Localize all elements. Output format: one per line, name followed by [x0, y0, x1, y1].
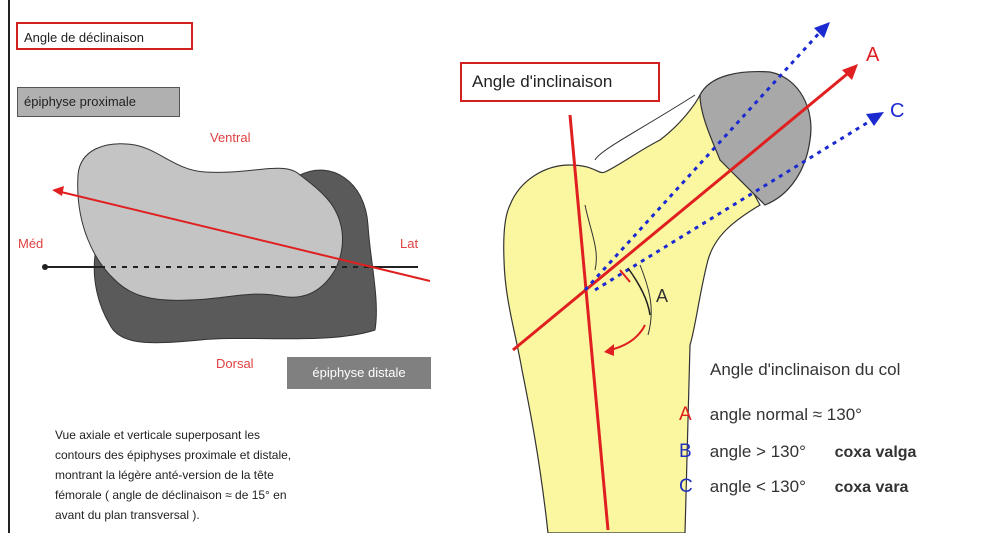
medial-label: Méd — [18, 236, 43, 251]
legend-row-a: A angle normal ≈ 130° — [679, 404, 862, 426]
legend-title: Angle d'inclinaison du col — [710, 360, 900, 380]
lateral-label: Lat — [400, 236, 418, 251]
caption-line: Vue axiale et verticale superposant les — [55, 425, 405, 445]
caption-line: contours des épiphyses proximale et dist… — [55, 445, 405, 465]
caption-line: fémorale ( angle de déclinaison ≈ de 15°… — [55, 485, 405, 505]
declination-arrowhead — [52, 186, 64, 196]
caption-line: avant du plan transversal ). — [55, 505, 405, 525]
legend-row-b: B angle > 130° coxa valga — [679, 441, 916, 463]
distal-epiphysis-label: épiphyse distale — [287, 357, 431, 389]
declination-title: Angle de déclinaison — [16, 22, 193, 50]
legend-letter: C — [679, 476, 705, 498]
angle-marker-label: A — [656, 286, 668, 307]
legend-letter: A — [679, 404, 705, 426]
caption-text: Vue axiale et verticale superposant les … — [55, 425, 405, 525]
legend-text: angle > 130° — [710, 442, 806, 462]
caption-line: montrant la légère anté-version de la tê… — [55, 465, 405, 485]
ventral-label: Ventral — [210, 130, 250, 145]
legend-letter: B — [679, 441, 705, 463]
panel-divider — [8, 0, 10, 533]
legend-term: coxa valga — [835, 444, 917, 462]
axis-c-label: C — [890, 100, 904, 123]
legend-text: angle normal ≈ 130° — [710, 405, 862, 425]
legend-term: coxa vara — [835, 479, 909, 497]
axis-a-label: A — [866, 44, 879, 67]
proximal-epiphysis-label: épiphyse proximale — [17, 87, 180, 117]
proximal-epiphysis-shape — [78, 144, 343, 301]
axis-endpoint-dot — [42, 264, 48, 270]
legend-text: angle < 130° — [710, 477, 806, 497]
legend-row-c: C angle < 130° coxa vara — [679, 476, 908, 498]
axis-c-arrowhead — [866, 112, 884, 126]
dorsal-label: Dorsal — [216, 356, 254, 371]
inclination-title: Angle d'inclinaison — [460, 62, 660, 102]
